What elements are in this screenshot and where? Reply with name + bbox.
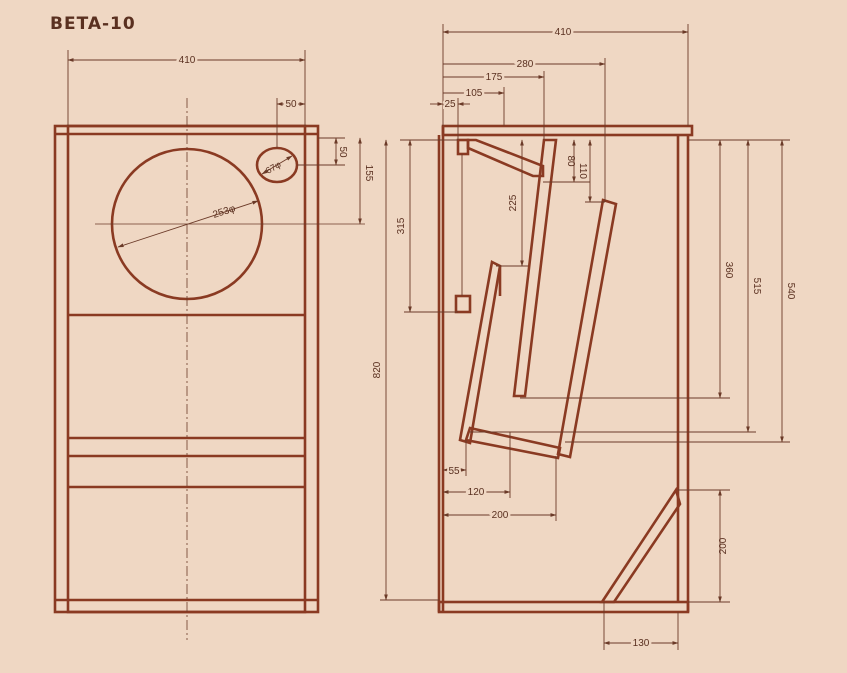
driver-diameter-line xyxy=(117,200,259,248)
port-diameter-label: 67φ xyxy=(264,159,283,176)
side-depth-label: 410 xyxy=(555,27,572,38)
dim-130-label: 130 xyxy=(633,638,650,649)
dim-105-label: 105 xyxy=(466,88,483,99)
dim-200v-label: 200 xyxy=(718,537,729,554)
bottom-brace xyxy=(599,486,682,604)
dim-110-label: 110 xyxy=(577,163,588,179)
dim-80-label: 80 xyxy=(565,155,576,167)
dim-280-label: 280 xyxy=(517,59,534,70)
slant-board-b xyxy=(458,260,502,445)
dim-515-label: 515 xyxy=(751,278,762,295)
dim-175-label: 175 xyxy=(486,72,503,83)
model-title: BETA-10 xyxy=(50,14,136,34)
dim-25-label: 25 xyxy=(444,99,456,110)
front-inner-frame xyxy=(66,124,307,614)
port-offset-label: 50 xyxy=(285,99,297,110)
port-vertical-label: 50 xyxy=(337,146,348,158)
dim-360-label: 360 xyxy=(723,262,734,279)
top-block xyxy=(456,138,470,156)
dim-225-label: 225 xyxy=(508,194,519,211)
dim-55-label: 55 xyxy=(448,466,460,477)
dim-315-label: 315 xyxy=(396,217,407,234)
slant-board-c xyxy=(556,198,618,459)
side-bottom-board xyxy=(437,600,690,614)
mid-block xyxy=(454,294,472,314)
dim-120-label: 120 xyxy=(468,487,485,498)
slant-board-a xyxy=(512,138,558,398)
slant-shelf xyxy=(464,426,562,460)
front-outer-panel xyxy=(53,124,320,614)
front-width-label: 410 xyxy=(179,55,196,66)
driver-center-label: 155 xyxy=(363,165,374,182)
front-view: 253φ 67φ 410 50 50 155 xyxy=(53,50,374,640)
dim-540-label: 540 xyxy=(785,283,796,300)
top-brace xyxy=(466,138,545,178)
dim-200h-label: 200 xyxy=(492,510,509,521)
side-view: 410 280 175 105 25 80 110 225 xyxy=(372,24,796,652)
port-diameter-line xyxy=(261,155,293,175)
dim-820-label: 820 xyxy=(372,361,383,378)
side-top-board xyxy=(441,124,694,137)
driver-diameter-label: 253φ xyxy=(212,203,238,221)
